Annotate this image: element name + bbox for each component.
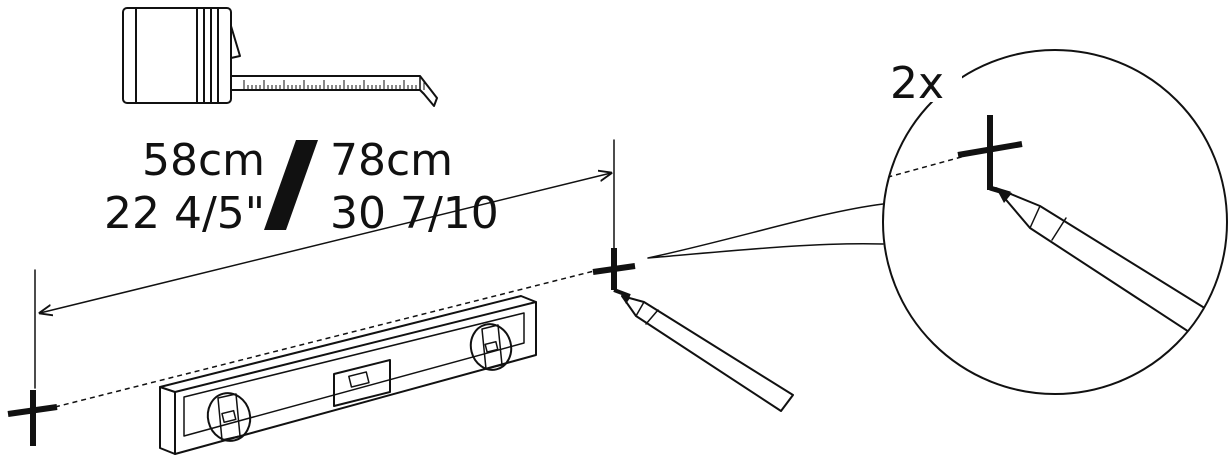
spirit-level-icon [159,295,537,455]
option-b-inch: 30 7/10 [330,188,499,239]
zoom-callout [647,203,884,259]
option-b-cm: 78cm [330,135,453,186]
cross-mark-icon [592,248,636,298]
level-guide-line [54,269,599,408]
option-a-inch: 22 4/5" [104,188,265,239]
zoom-label: 2x [890,58,944,109]
dimension-line [34,139,615,389]
pencil-icon [621,295,794,412]
measurement-labels: 58cm 22 4/5" 78cm 30 7/10 [104,135,499,239]
option-a-cm: 58cm [142,135,265,186]
magnifier-circle-icon: 2x [882,49,1228,395]
cross-mark-icon [7,390,58,446]
slash-divider [264,140,318,230]
tape-ticks [243,80,425,90]
tape-measure-icon [122,7,438,107]
